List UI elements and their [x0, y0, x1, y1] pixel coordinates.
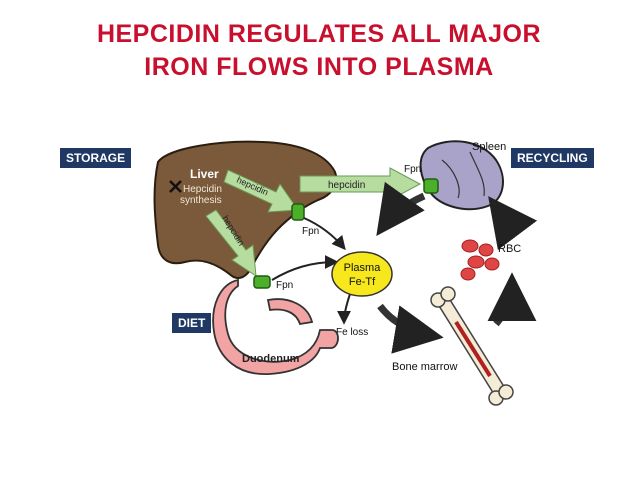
- plasma-fe-loss-arrow: [337, 293, 352, 325]
- rbc-label: RBC: [498, 243, 521, 255]
- recycling-tag: RECYCLING: [511, 148, 594, 168]
- fpn-liver-label: Fpn: [302, 226, 319, 237]
- spleen-label: Spleen: [472, 141, 506, 153]
- plasma-fe-tf: [331, 251, 393, 297]
- storage-tag: STORAGE: [60, 148, 132, 168]
- marrow-to-rbc-arrow: [487, 272, 537, 327]
- fpn-duodenum-label: Fpn: [276, 280, 293, 291]
- rbc-to-spleen-arrow: [488, 196, 538, 251]
- bone-marrow-icon: [430, 286, 514, 406]
- hepcidin-arrow-to-duodenum: [205, 209, 257, 278]
- plasma-to-marrow-arrow: [377, 303, 444, 354]
- fpn-duodenum-icon: [253, 275, 271, 289]
- plasma-label-1: Plasma: [344, 262, 382, 274]
- diet-tag: DIET: [172, 313, 212, 333]
- fpn-liver-icon: [291, 203, 305, 221]
- spleen-to-plasma-arrow: [376, 181, 426, 236]
- rbc-cluster: [460, 239, 500, 281]
- blocked-x-icon: [169, 180, 182, 193]
- hepcidin-synthesis-label-2: synthesis: [180, 195, 222, 206]
- hepcidin-arrow-to-liver-fpn: [223, 169, 299, 213]
- plasma-label-2: Fe-Tf: [349, 276, 376, 288]
- fe-loss-label: Fe loss: [336, 327, 368, 338]
- fpn-spleen-label: Fpn: [404, 164, 421, 175]
- duodenum-shape: [212, 278, 339, 375]
- duodenum-to-plasma-arrow: [271, 255, 339, 281]
- liver-label: Liver: [190, 167, 219, 181]
- hepcidin-synthesis-label-1: Hepcidin: [183, 184, 222, 195]
- title-line-2: IRON FLOWS INTO PLASMA: [144, 53, 494, 81]
- title-line-1: HEPCIDIN REGULATES ALL MAJOR: [96, 20, 542, 48]
- slide-title: HEPCIDIN REGULATES ALL MAJOR IRON FLOWS …: [0, 18, 638, 84]
- bone-marrow-label: Bone marrow: [392, 361, 457, 373]
- liver-shape: [153, 140, 338, 279]
- liver-to-plasma-arrow: [303, 217, 346, 251]
- duodenum-label: Duodenum: [242, 353, 300, 365]
- hepcidin-arrow-spleen-label: hepcidin: [328, 180, 365, 191]
- fpn-spleen-icon: [423, 178, 439, 194]
